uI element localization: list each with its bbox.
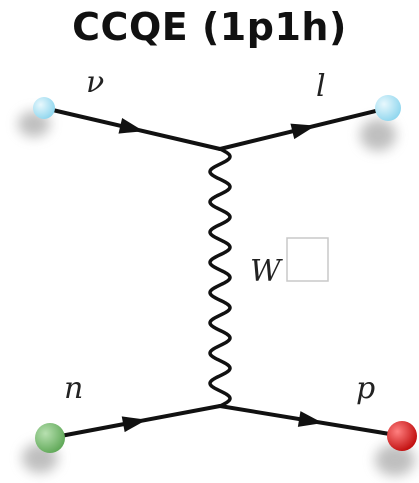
neutron-ball bbox=[35, 423, 65, 453]
proton-ball bbox=[387, 421, 417, 451]
lepton-arrow-icon bbox=[290, 123, 316, 140]
lepton-label: l bbox=[316, 69, 326, 104]
proton-shadow bbox=[375, 444, 415, 476]
proton-label: p bbox=[356, 371, 375, 406]
w-boson-propagator bbox=[208, 147, 232, 408]
proton-arrow-icon bbox=[297, 411, 323, 427]
neutron-label: n bbox=[64, 371, 83, 406]
boson-label: W bbox=[250, 254, 283, 289]
diagram-title: CCQE (1p1h) bbox=[72, 5, 347, 49]
neutron-arrow-icon bbox=[121, 416, 147, 433]
neutrino-arrow-icon bbox=[118, 117, 144, 134]
placeholder-box bbox=[286, 237, 329, 282]
neutrino-label: ν bbox=[86, 65, 104, 100]
neutrino-ball bbox=[33, 97, 55, 119]
lepton-shadow bbox=[360, 119, 396, 151]
lepton-ball bbox=[375, 95, 401, 121]
